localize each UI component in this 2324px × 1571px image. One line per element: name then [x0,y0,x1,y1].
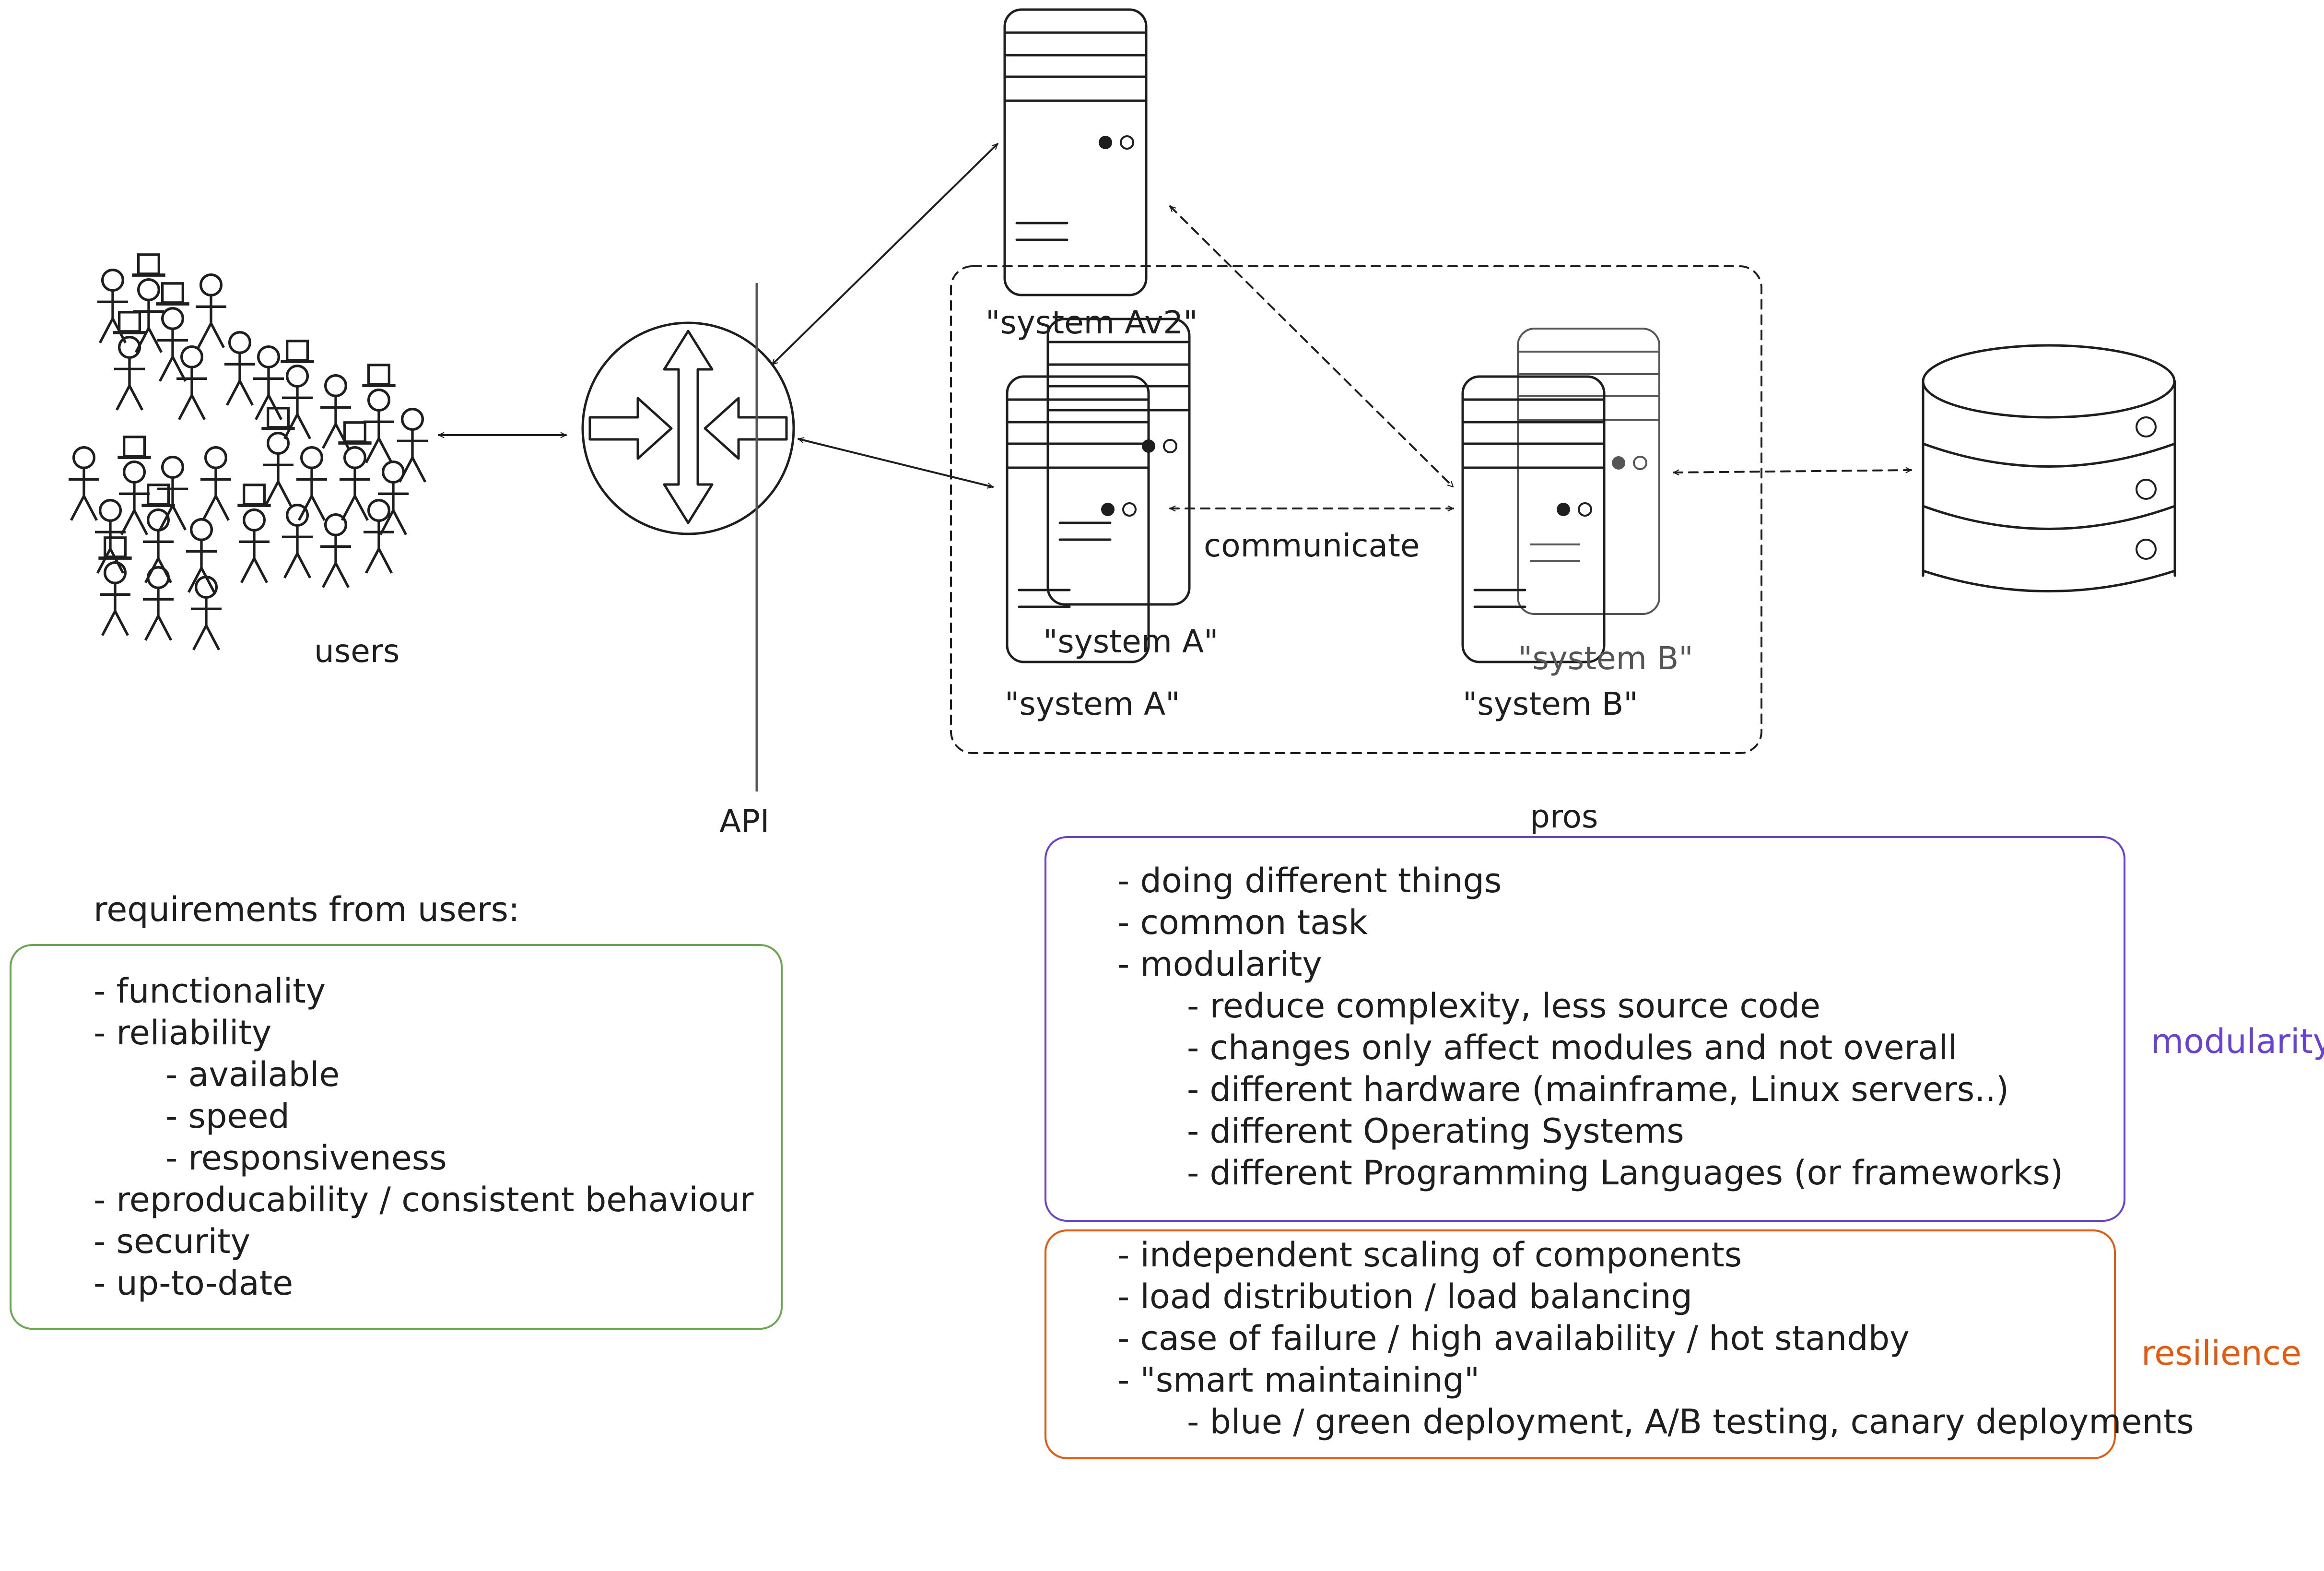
resilience-item: - independent scaling of components [1117,1235,1742,1275]
stick-figure-icon [320,376,351,449]
top-hat-icon [117,437,151,458]
communicate-label: communicate [1204,527,1420,564]
system-b-back-label: "system B" [1518,640,1693,677]
stick-figure-icon [186,520,217,592]
top-hat-icon [132,255,165,275]
resilience-list: - independent scaling of components- loa… [1117,1235,2194,1441]
stick-figure-icon [143,567,174,640]
stick-figure-icon [263,433,293,506]
system-av2-label: "system Av2" [986,304,1198,341]
requirements-item: - security [94,1222,250,1261]
stick-figure-icon [340,448,370,520]
resilience-item: - load distribution / load balancing [1117,1277,1692,1316]
systemav2-systemb-arrow [1169,205,1454,488]
stick-figure-icon [200,448,231,520]
stick-figure-icon [176,347,207,420]
stick-figure-icon [157,457,188,530]
api-label: API [719,803,769,840]
router-systemav2-arrow [771,143,998,366]
stick-figure-icon [143,510,174,583]
system-a-back-label: "system A" [1043,623,1218,660]
modularity-item: - different hardware (mainframe, Linux s… [1187,1070,2009,1109]
modularity-item: - modularity [1117,945,1322,984]
stick-figure-icon [196,275,226,348]
stick-figure-icon [364,500,394,573]
requirements-item: - functionality [94,971,326,1011]
requirements-item: - reproducability / consistent behaviour [94,1180,754,1219]
modularity-list: - doing different things- common task- m… [1117,861,2063,1193]
modularity-item: - different Programming Languages (or fr… [1187,1153,2063,1193]
stick-figure-icon [157,308,188,381]
stick-figure-icon [378,462,409,535]
stick-figure-icon [119,462,150,535]
resilience-item: - case of failure / high availability / … [1117,1319,1910,1358]
users-label: users [314,633,399,670]
modularity-item: - changes only affect modules and not ov… [1187,1028,1957,1067]
requirements-item: - reliability [94,1013,271,1052]
modularity-item: - doing different things [1117,861,1502,900]
resilience-tag: resilience [2141,1334,2301,1373]
stick-figure-icon [114,337,145,410]
top-hat-icon [156,283,189,304]
stick-figure-icon [191,577,222,650]
server-tower-icon [1003,8,1148,296]
stick-figure-icon [296,448,327,520]
top-hat-icon [281,341,314,362]
modularity-item: - different Operating Systems [1187,1111,1684,1151]
requirements-item: - responsiveness [165,1138,447,1178]
stick-figure-icon [320,515,351,588]
database-cylinder-icon [1922,344,2176,592]
system-b-label: "system B" [1463,685,1638,722]
users-crowd-icon [69,255,428,650]
stick-figure-icon [224,332,255,405]
requirements-box [10,944,783,1330]
modularity-tag: modularity [2151,1022,2324,1061]
top-hat-icon [362,365,395,386]
stick-figure-icon [364,390,394,463]
server-tower-icon [1006,375,1150,663]
resilience-item: - blue / green deployment, A/B testing, … [1187,1402,2194,1441]
resilience-box [1045,1229,2116,1459]
router-systema-arrow [798,439,993,487]
stick-figure-icon [69,448,99,520]
stick-figure-icon [397,409,428,482]
modularity-item: - common task [1117,903,1368,942]
router-icon [581,321,795,535]
systemb-database-arrow [1673,470,1912,472]
top-hat-icon [98,538,131,558]
requirements-title: requirements from users: [94,890,520,929]
requirements-item: - speed [165,1097,290,1136]
server-tower-icon [1461,375,1606,663]
server-tower-icon [1517,328,1660,615]
top-hat-icon [237,485,270,506]
requirements-item: - up-to-date [94,1264,293,1303]
stick-figure-icon [239,510,270,583]
system-a-label: "system A" [1005,685,1180,722]
pros-label: pros [1530,798,1598,835]
server-tower-icon [1046,318,1191,606]
modularity-box [1045,836,2125,1222]
stick-figure-icon [100,563,130,636]
resilience-item: - "smart maintaining" [1117,1360,1479,1400]
modularity-item: - reduce complexity, less source code [1187,986,1820,1026]
stick-figure-icon [282,505,313,578]
requirements-list: - functionality- reliability- available-… [94,971,754,1303]
requirements-item: - available [165,1055,340,1094]
